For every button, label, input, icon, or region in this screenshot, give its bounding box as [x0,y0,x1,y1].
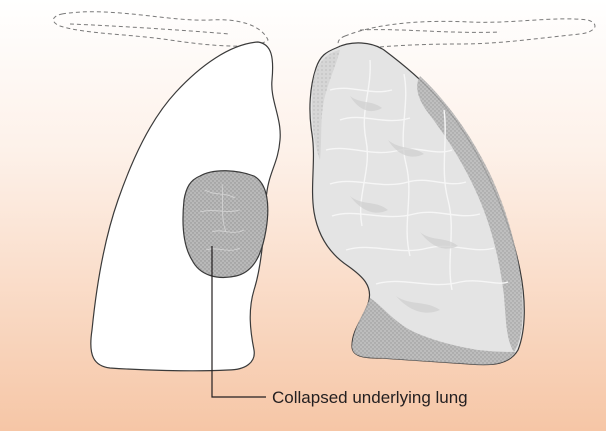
collapsed-lung [183,171,268,278]
collapsed-lung-label: Collapsed underlying lung [272,388,468,407]
